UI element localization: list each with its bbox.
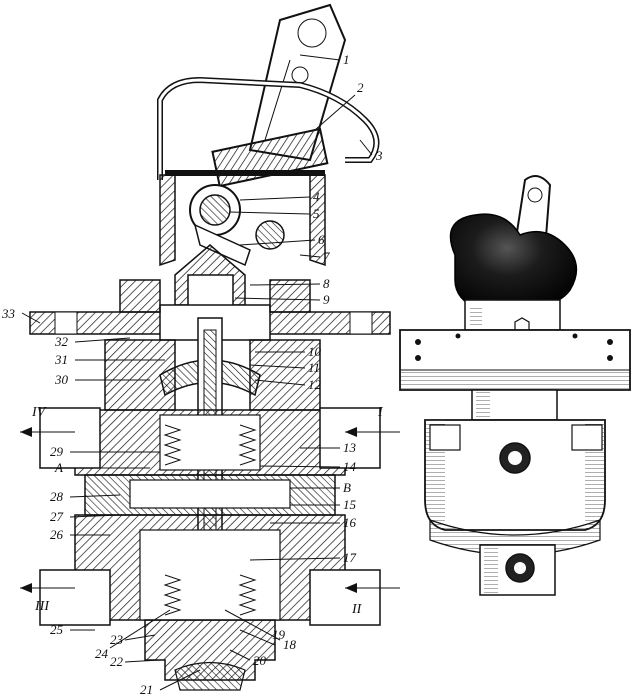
callout-18: 18	[283, 637, 297, 652]
flow-arrows	[20, 427, 400, 593]
callout-24: 24	[95, 646, 109, 661]
callout-30: 30	[54, 372, 69, 387]
callout-16: 16	[343, 515, 357, 530]
callout-23: 23	[110, 632, 124, 647]
callout-4: 4	[313, 189, 320, 204]
callout-20: 20	[253, 653, 267, 668]
callout-11: 11	[308, 360, 320, 375]
callout-15: 15	[343, 497, 357, 512]
rubber-boot	[449, 213, 578, 312]
lower-spring	[163, 574, 257, 616]
callout-14: 14	[343, 459, 357, 474]
letter-b: B	[343, 480, 351, 495]
sectional-view: 1 2 3 4 5 6 7 8 9 10 11 12 13 14 B 15 16…	[1, 3, 400, 697]
callout-33: 33	[1, 306, 16, 321]
callout-12: 12	[308, 377, 322, 392]
callout-10: 10	[308, 344, 322, 359]
callout-25: 25	[50, 622, 64, 637]
callout-5: 5	[313, 206, 320, 221]
callout-3: 3	[375, 148, 383, 163]
port-iv: IV	[31, 405, 47, 420]
callout-2: 2	[357, 80, 364, 95]
callout-27: 27	[50, 509, 64, 524]
callout-13: 13	[343, 440, 357, 455]
leader-lines	[21, 54, 373, 691]
port-i: I	[377, 405, 384, 420]
port-ii: II	[351, 602, 363, 617]
callout-6: 6	[318, 232, 325, 247]
callout-1: 1	[343, 52, 350, 67]
callout-17: 17	[343, 550, 357, 565]
callout-31: 31	[54, 352, 68, 367]
port-iii: III	[34, 599, 50, 614]
callout-26: 26	[50, 527, 64, 542]
letter-a: A	[54, 460, 63, 475]
callout-32: 32	[54, 334, 69, 349]
callout-19: 19	[272, 627, 286, 642]
callout-29: 29	[50, 444, 64, 459]
callout-28: 28	[50, 489, 64, 504]
upper-spring	[163, 424, 257, 466]
callout-7: 7	[323, 249, 330, 264]
callout-8: 8	[323, 276, 330, 291]
callout-22: 22	[110, 654, 124, 669]
callout-9: 9	[323, 292, 330, 307]
external-view	[399, 175, 631, 596]
callout-21: 21	[140, 682, 153, 697]
roller-assembly	[189, 184, 285, 267]
